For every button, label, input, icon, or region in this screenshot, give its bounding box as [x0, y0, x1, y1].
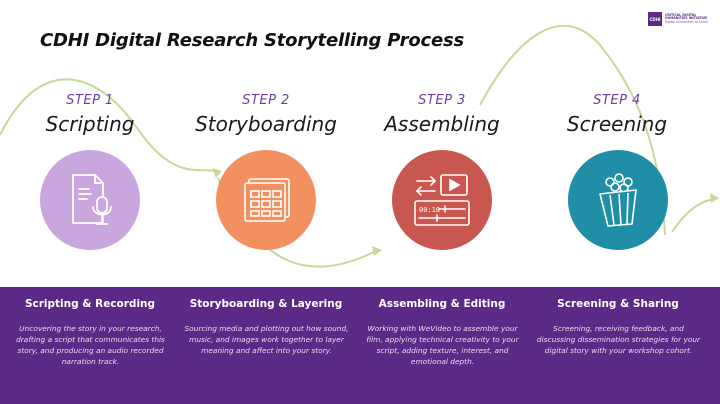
step-2-label: STEP 2 — [242, 93, 290, 108]
logo-line-1: CRITICAL DIGITAL — [665, 13, 697, 18]
step-4-label: STEP 4 — [593, 93, 641, 108]
step-3-band-title: Assembling & Editing — [378, 298, 506, 310]
step-4-circle — [568, 150, 668, 250]
step-3-circle: 00:10 — [392, 150, 492, 250]
description-band — [0, 287, 720, 404]
step-3-description: Working with WeVideo to assemble your fi… — [366, 324, 519, 366]
step-1-band-title: Scripting & Recording — [24, 298, 156, 310]
logo-line-2: HUMANITIES INITIATIVE — [665, 16, 708, 21]
step-1-name: Scripting — [45, 112, 135, 136]
cdhi-logo: CDHI CRITICAL DIGITAL HUMANITIES INITIAT… — [648, 11, 710, 27]
step-4-description: Screening, receiving feedback, and discu… — [536, 324, 701, 355]
step-1-label: STEP 1 — [66, 93, 114, 108]
step-2-name: Storyboarding — [195, 112, 337, 136]
step-4-name: Screening — [566, 112, 668, 136]
page-title: CDHI Digital Research Storytelling Proce… — [40, 30, 465, 51]
step-2-band-title: Storyboarding & Layering — [189, 298, 343, 310]
step-2-circle — [216, 150, 316, 250]
step-4-band-title: Screening & Sharing — [557, 298, 679, 310]
logo-mark: CDHI — [648, 12, 662, 26]
storyboard-frames-icon — [244, 178, 290, 222]
step-3-label: STEP 3 — [418, 93, 466, 108]
step-2-description: Sourcing media and plotting out how soun… — [184, 324, 349, 355]
step-1-description: Uncovering the story in your research, d… — [16, 324, 165, 366]
video-editing-icon: 00:10 — [414, 174, 470, 226]
timecode-text: 00:10 — [419, 206, 440, 214]
microphone-script-icon — [72, 174, 112, 225]
step-1-circle — [40, 150, 140, 250]
logo-line-3: digital humanities at home — [665, 19, 708, 24]
popcorn-icon — [599, 173, 637, 227]
step-3-name: Assembling — [384, 112, 500, 136]
